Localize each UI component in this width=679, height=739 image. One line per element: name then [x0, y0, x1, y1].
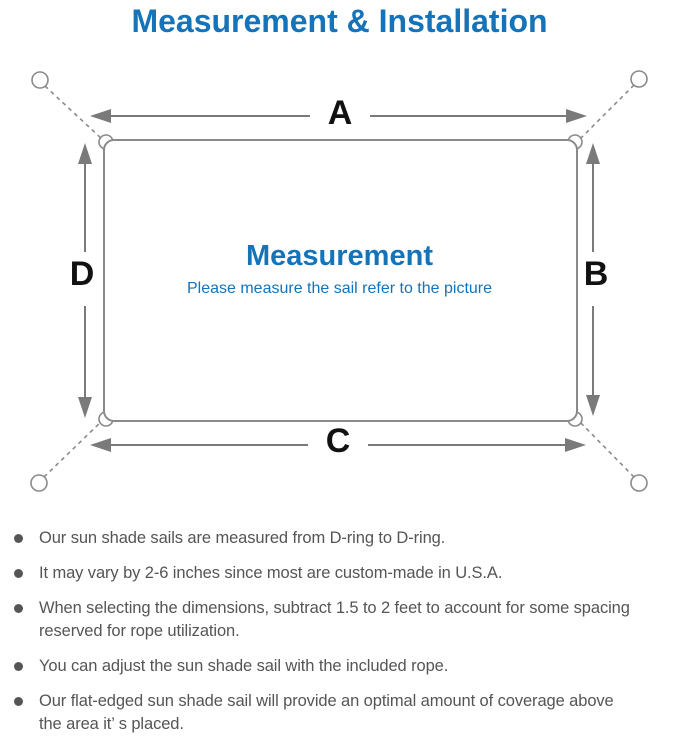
bullet-icon — [14, 697, 23, 706]
bullet-icon — [14, 534, 23, 543]
bullet-icon — [14, 604, 23, 613]
list-item: It may vary by 2-6 inches since most are… — [12, 562, 669, 585]
dimension-label-b: B — [583, 255, 609, 293]
note-text: It may vary by 2-6 inches since most are… — [39, 564, 503, 582]
measurement-subtitle: Please measure the sail refer to the pic… — [186, 280, 493, 297]
list-item: When selecting the dimensions, subtract … — [12, 597, 669, 643]
list-item: Our flat-edged sun shade sail will provi… — [12, 690, 669, 736]
dimension-label-d: D — [69, 255, 95, 293]
tether-line-top-left — [44, 85, 104, 141]
tether-line-top-right — [577, 84, 635, 142]
note-text: Our sun shade sails are measured from D-… — [39, 529, 446, 547]
note-text: You can adjust the sun shade sail with t… — [39, 657, 449, 675]
anchor-point-icon — [30, 474, 48, 492]
bullet-icon — [14, 662, 23, 671]
anchor-point-icon — [630, 474, 648, 492]
dimension-label-a: A — [327, 94, 353, 132]
anchor-point-icon — [630, 70, 648, 88]
notes-list: Our sun shade sails are measured from D-… — [12, 527, 669, 736]
dimension-arrows — [78, 109, 600, 452]
anchor-point-icon — [31, 71, 49, 89]
anchor-points — [30, 70, 648, 492]
dimension-arrow-c — [90, 438, 586, 452]
measurement-heading: Measurement — [246, 240, 433, 272]
dimension-arrow-a — [90, 109, 587, 123]
dimension-label-c: C — [325, 422, 351, 460]
dimension-arrow-b — [586, 143, 600, 416]
sail-center-caption: Measurement Please measure the sail refe… — [0, 240, 679, 298]
tether-line-bottom-left — [43, 419, 104, 478]
tether-line-bottom-right — [577, 419, 635, 478]
page-title: Measurement & Installation — [131, 3, 548, 39]
list-item: Our sun shade sails are measured from D-… — [12, 527, 669, 550]
list-item: You can adjust the sun shade sail with t… — [12, 655, 669, 678]
dimension-arrow-d — [78, 143, 92, 418]
bullet-icon — [14, 569, 23, 578]
note-text: Our flat-edged sun shade sail will provi… — [39, 692, 614, 733]
note-text: When selecting the dimensions, subtract … — [39, 599, 630, 640]
tether-dashed-lines — [43, 84, 635, 478]
sail-outline — [103, 139, 578, 422]
